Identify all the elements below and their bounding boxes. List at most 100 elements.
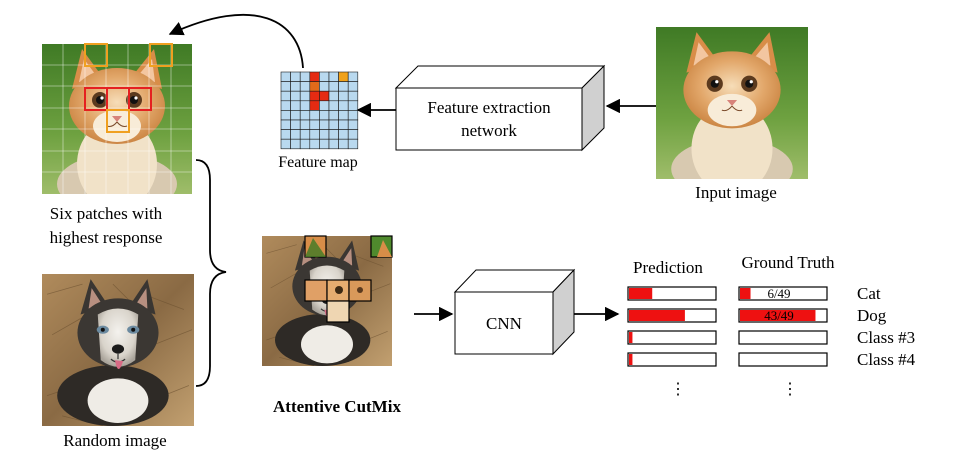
feature-map-cell — [328, 110, 339, 121]
input-image — [656, 27, 808, 179]
random-image-label: Random image — [63, 431, 166, 450]
pasted-patch — [304, 235, 327, 258]
feature-map-cell — [328, 129, 339, 140]
feature-map-cell — [309, 100, 320, 111]
curly-brace — [195, 159, 227, 387]
ground-truth-bar — [738, 352, 828, 367]
ground-truth-value-label: 6/49 — [767, 286, 790, 301]
patch-box — [106, 109, 130, 133]
feature-map-cell — [347, 110, 359, 121]
input-image-label: Input image — [695, 183, 777, 202]
feature-map-cell — [299, 100, 311, 111]
feature-map-cell — [338, 119, 349, 130]
feature-map-cell — [328, 81, 339, 92]
feature-map-cell — [347, 71, 359, 82]
class-label: Class #4 — [857, 350, 916, 369]
feature-map-cell — [319, 81, 330, 92]
feature-map-cell — [280, 71, 291, 82]
random-image — [42, 274, 194, 426]
feature-map-cell — [338, 81, 349, 92]
ground-truth-bar — [738, 330, 828, 345]
feature-map-cell — [290, 129, 301, 140]
six-patches-label-line1: Six patches with — [50, 204, 163, 223]
feature-map-cell — [290, 100, 301, 111]
feature-map-cell — [328, 138, 339, 150]
feature-extraction-box: Feature extraction network — [394, 64, 606, 152]
feature-extraction-label-line2: network — [461, 121, 517, 140]
cnn-label: CNN — [486, 314, 522, 333]
feature-map-cell — [299, 81, 311, 92]
patch-box — [84, 43, 108, 67]
feature-map-cell — [328, 119, 339, 130]
feature-map-cell — [309, 119, 320, 130]
ground-truth-bar-fill — [740, 310, 816, 321]
feature-map-cell — [280, 119, 291, 130]
feature-map-cell — [280, 90, 291, 102]
feature-map-cell — [280, 110, 291, 121]
prediction-bar-fill — [629, 288, 653, 299]
feature-map-cell — [280, 129, 291, 140]
feature-map-cell — [319, 71, 330, 82]
feature-map-cell — [328, 100, 339, 111]
feature-map-cell — [338, 138, 349, 150]
prediction-bar — [627, 352, 717, 367]
feature-map-cell — [299, 71, 311, 82]
feature-map-cell — [338, 90, 349, 102]
feature-map-cell — [338, 71, 349, 82]
prediction-bar-fill — [629, 332, 633, 343]
feature-map-grid — [280, 71, 359, 150]
class-label: Class #3 — [857, 328, 915, 347]
patch-box — [128, 87, 152, 111]
cat-image-with-patches — [42, 43, 192, 194]
feature-map-cell — [338, 100, 349, 111]
feature-map-cell — [319, 90, 330, 102]
feature-map-cell — [309, 90, 320, 102]
prediction-header: Prediction — [633, 258, 703, 277]
feature-map-cell — [328, 71, 339, 82]
feature-map-cell — [319, 119, 330, 130]
feature-map-cell — [347, 81, 359, 92]
feature-map-cell — [280, 100, 291, 111]
feature-map-cell — [319, 100, 330, 111]
prediction-bar-fill — [629, 354, 633, 365]
ground-truth-value-label: 43/49 — [764, 308, 794, 323]
pasted-patch — [370, 235, 393, 258]
class-label: Cat — [857, 284, 881, 303]
feature-map-cell — [347, 138, 359, 150]
feature-map-cell — [299, 110, 311, 121]
feature-map-cell — [290, 119, 301, 130]
ground-truth-ellipsis: ⋮ — [782, 381, 798, 398]
feature-map-cell — [280, 138, 291, 150]
ground-truth-header: Ground Truth — [741, 253, 835, 272]
feature-map-cell — [290, 81, 301, 92]
feature-map-cell — [299, 129, 311, 140]
feature-map-cell — [319, 110, 330, 121]
feature-map-cell — [309, 110, 320, 121]
feature-map-cell — [290, 138, 301, 150]
feature-map-cell — [328, 90, 339, 102]
feature-map-cell — [290, 71, 301, 82]
attentive-cutmix-image — [262, 235, 393, 366]
feature-map-cell — [299, 138, 311, 150]
feature-map-cell — [299, 90, 311, 102]
feature-map-cell — [338, 129, 349, 140]
feature-map-cell — [290, 110, 301, 121]
prediction-ellipsis: ⋮ — [670, 381, 686, 398]
feature-map-cell — [309, 81, 320, 92]
cnn-box: CNN — [453, 268, 576, 356]
attentive-cutmix-label: Attentive CutMix — [273, 397, 401, 416]
curved-arrow — [168, 13, 304, 69]
feature-map-cell — [338, 110, 349, 121]
ground-truth-bar — [738, 286, 828, 301]
feature-map-cell — [309, 129, 320, 140]
feature-map-cell — [280, 81, 291, 92]
feature-map-cell — [347, 90, 359, 102]
six-patches-label-line2: highest response — [50, 228, 163, 247]
feature-map-cell — [290, 90, 301, 102]
ground-truth-bar-fill — [740, 288, 751, 299]
feature-map-cell — [319, 129, 330, 140]
pasted-patch — [304, 279, 372, 323]
feature-map-cell — [319, 138, 330, 150]
